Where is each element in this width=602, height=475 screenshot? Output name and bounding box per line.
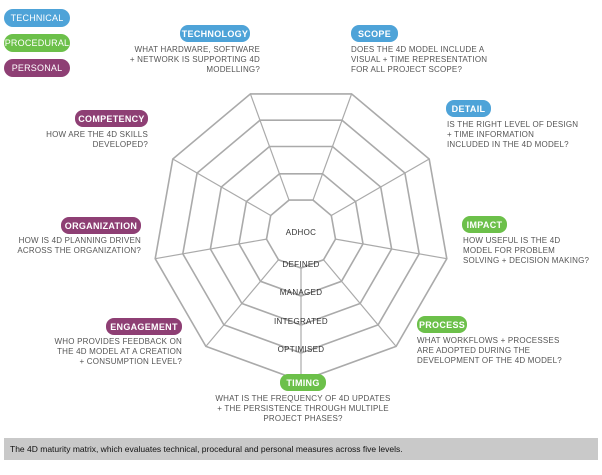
- level-adhoc: ADHOC: [285, 228, 317, 237]
- competency-label: COMPETENCY: [75, 110, 148, 127]
- level-integrated: INTEGRATED: [274, 317, 328, 326]
- spoke-line: [323, 259, 397, 347]
- spoke-line: [172, 158, 271, 217]
- spoke-line: [335, 238, 447, 260]
- spoke-line: [249, 93, 290, 201]
- process-label: PROCESS: [417, 316, 467, 333]
- maturity-ring-5: [154, 93, 448, 382]
- scope-question: DOES THE 4D MODEL INCLUDE A VISUAL + TIM…: [351, 45, 488, 74]
- legend-technical: TECHNICAL: [4, 9, 70, 27]
- spoke-line: [312, 93, 353, 201]
- technology-question: WHAT HARDWARE, SOFTWARE + NETWORK IS SUP…: [129, 45, 260, 74]
- engagement-label: ENGAGEMENT: [106, 318, 182, 335]
- impact-label: IMPACT: [462, 216, 507, 233]
- timing-question: WHAT IS THE FREQUENCY OF 4D UPDATES + TH…: [215, 394, 391, 423]
- detail-label: DETAIL: [446, 100, 491, 117]
- process-question: WHAT WORKFLOWS + PROCESSES ARE ADOPTED D…: [417, 336, 562, 365]
- maturity-ring-4: [181, 119, 421, 354]
- technology-label: TECHNOLOGY: [180, 25, 250, 42]
- timing-label: TIMING: [280, 374, 326, 391]
- figure-caption: The 4D maturity matrix, which evaluates …: [4, 438, 598, 460]
- impact-question: HOW USEFUL IS THE 4D MODEL FOR PROBLEM S…: [463, 236, 590, 265]
- level-managed: MANAGED: [279, 288, 323, 297]
- organization-question: HOW IS 4D PLANNING DRIVEN ACROSS THE ORG…: [17, 236, 141, 255]
- maturity-ring-3: [209, 145, 393, 326]
- spoke-line: [155, 238, 267, 260]
- scope-label: SCOPE: [351, 25, 398, 42]
- level-optimised: OPTIMISED: [277, 345, 325, 354]
- spoke-line: [331, 158, 430, 217]
- competency-question: HOW ARE THE 4D SKILLS DEVELOPED?: [46, 130, 148, 149]
- maturity-ring-2: [238, 173, 364, 297]
- engagement-question: WHO PROVIDES FEEDBACK ON THE 4D MODEL AT…: [54, 337, 182, 366]
- spoke-line: [205, 259, 279, 347]
- legend-procedural: PROCEDURAL: [4, 34, 70, 52]
- level-defined: DEFINED: [282, 260, 320, 269]
- detail-question: IS THE RIGHT LEVEL OF DESIGN + TIME INFO…: [447, 120, 579, 149]
- organization-label: ORGANIZATION: [61, 217, 141, 234]
- maturity-ring-1: [265, 199, 337, 269]
- legend-personal: PERSONAL: [4, 59, 70, 77]
